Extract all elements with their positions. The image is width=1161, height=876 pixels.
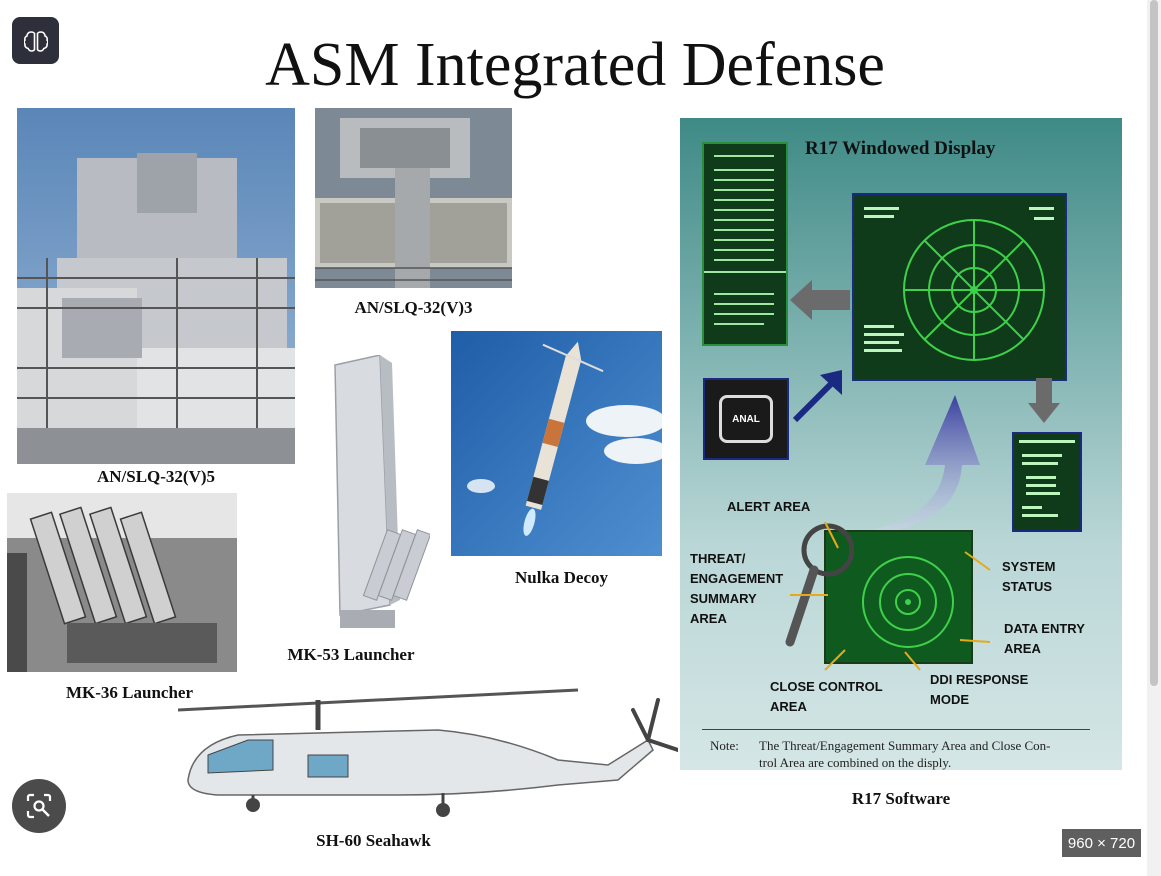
brain-icon bbox=[23, 30, 48, 52]
alert-area-label: ALERT AREA bbox=[727, 499, 811, 514]
nulka-caption: Nulka Decoy bbox=[514, 568, 609, 587]
image-size-badge: 960 × 720 bbox=[1062, 829, 1141, 857]
r17-anal-panel: ANAL bbox=[703, 378, 789, 460]
slq32v3-caption: AN/SLQ-32(V)3 bbox=[354, 298, 473, 317]
ddi-response-mode-label: DDI RESPONSE MODE bbox=[930, 672, 1029, 707]
r17-radar-panel bbox=[852, 193, 1067, 381]
seahawk-illustration bbox=[178, 685, 678, 835]
r17-title: R17 Windowed Display bbox=[805, 138, 996, 159]
curved-arrow-icon bbox=[870, 395, 980, 535]
r17-list-panel bbox=[702, 142, 788, 346]
down-arrow-icon bbox=[1028, 378, 1060, 423]
mk53-caption: MK-53 Launcher bbox=[287, 645, 415, 664]
left-arrow-icon bbox=[790, 280, 850, 320]
r17-caption: R17 Software bbox=[851, 789, 951, 808]
system-status-label: SYSTEM STATUS bbox=[1002, 559, 1056, 594]
scrollbar-thumb[interactable] bbox=[1150, 0, 1158, 686]
seahawk-caption: SH-60 Seahawk bbox=[316, 831, 431, 850]
visual-search-button[interactable] bbox=[12, 779, 66, 833]
mk36-photo bbox=[7, 493, 237, 672]
note-text: The Threat/Engagement Summary Area and C… bbox=[759, 738, 1051, 770]
r17-entry-panel bbox=[1012, 432, 1082, 532]
slq32v5-photo bbox=[17, 108, 295, 464]
mk53-photo bbox=[300, 355, 430, 635]
lens-button[interactable] bbox=[12, 17, 59, 64]
note-label: Note: bbox=[710, 738, 739, 753]
threat-area-label: THREAT/ ENGAGEMENT SUMMARY AREA bbox=[690, 551, 784, 626]
anal-label: ANAL bbox=[732, 413, 760, 425]
lens-search-icon bbox=[26, 793, 52, 819]
up-right-arrow-icon bbox=[790, 365, 850, 425]
close-control-area-label: CLOSE CONTROL AREA bbox=[770, 679, 883, 714]
r17-screen-layout bbox=[824, 530, 973, 664]
page-title: ASM Integrated Defense bbox=[265, 31, 885, 99]
slq32v5-caption: AN/SLQ-32(V)5 bbox=[96, 467, 216, 486]
note-divider bbox=[702, 729, 1090, 730]
data-entry-area-label: DATA ENTRY AREA bbox=[1004, 621, 1085, 656]
slq32v3-photo bbox=[315, 108, 512, 288]
callout-lines bbox=[790, 521, 991, 671]
nulka-photo bbox=[451, 331, 662, 556]
mk36-caption: MK-36 Launcher bbox=[65, 683, 194, 702]
